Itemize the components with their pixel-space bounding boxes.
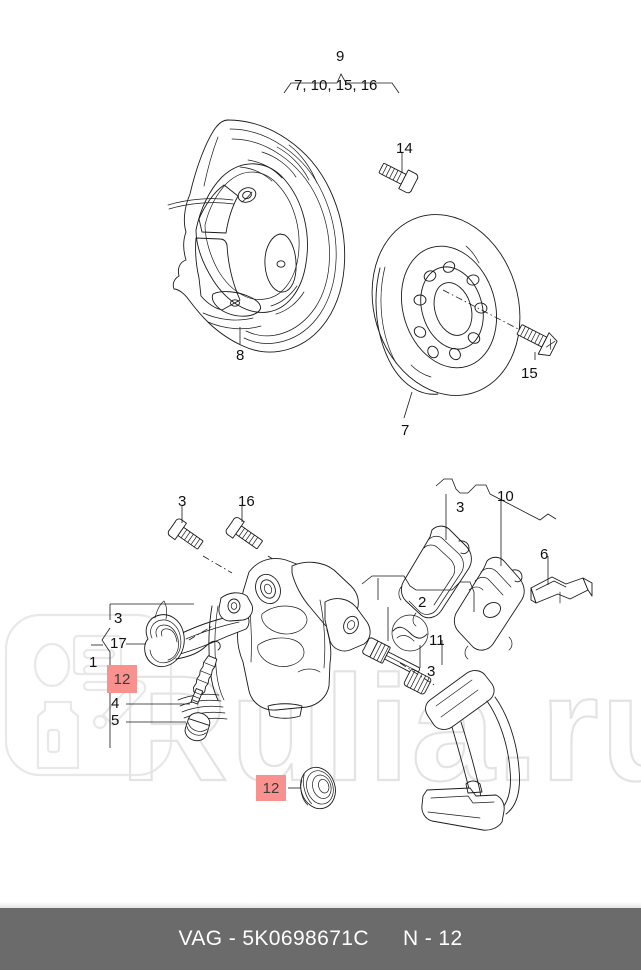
callout-5: 5	[111, 712, 120, 729]
auto-parts-logo-watermark	[4, 613, 173, 777]
caliper-bolt-3-part	[167, 505, 233, 574]
callout-3-bleeder-group: 3	[114, 610, 123, 627]
callout-1: 1	[89, 654, 98, 671]
pad-retaining-clip-part	[530, 576, 593, 604]
footer-part-number: VAG - 5K0698671C	[178, 927, 369, 950]
callout-4: 4	[111, 695, 120, 712]
callout-2: 2	[418, 594, 427, 611]
callout-6: 6	[540, 546, 549, 563]
callout-15: 15	[521, 365, 538, 382]
footer-page-reference: N - 12	[402, 927, 463, 950]
upper-leader-lines	[239, 327, 413, 419]
footer-bar: VAG - 5K0698671C N - 12	[0, 908, 641, 970]
callout-3-caliper-bolt: 3	[178, 493, 187, 510]
bleeder-cap-part	[126, 712, 211, 742]
callout-16: 16	[238, 493, 255, 510]
callout-11: 11	[429, 632, 445, 649]
caliper-carrier-bracket-part	[421, 670, 520, 831]
highlight-12-left[interactable]: 12	[107, 665, 137, 693]
guide-pin-part	[362, 607, 421, 676]
callout-17: 17	[110, 635, 127, 652]
lower-leader-brackets	[91, 478, 557, 748]
caliper-body-part	[173, 558, 371, 725]
callout-7: 7	[401, 422, 410, 439]
shield-bolt-part	[378, 152, 419, 194]
header-bracket	[283, 73, 400, 94]
guide-pin-boot-part	[399, 645, 437, 695]
bleeder-valve-part	[126, 655, 218, 705]
highlight-12-bottom[interactable]: 12	[256, 775, 286, 801]
callout-10: 10	[497, 488, 514, 505]
brake-pad-inner-part	[453, 556, 525, 660]
callout-8: 8	[236, 347, 245, 364]
spring-clip-17-part	[126, 600, 221, 668]
header-bracket-numbers: 7, 10, 15, 16	[294, 77, 378, 94]
callout-3-pad-set: 3	[456, 499, 465, 516]
disc-screw-part	[516, 324, 558, 360]
callout-14: 14	[396, 140, 413, 157]
callout-3-guide-pin: 3	[427, 663, 436, 680]
header-top-number: 9	[336, 48, 345, 65]
footer-shadow	[0, 902, 641, 908]
splash-shield-part	[167, 119, 346, 353]
brake-disc-part	[371, 214, 525, 396]
retaining-pin-part	[391, 614, 429, 652]
